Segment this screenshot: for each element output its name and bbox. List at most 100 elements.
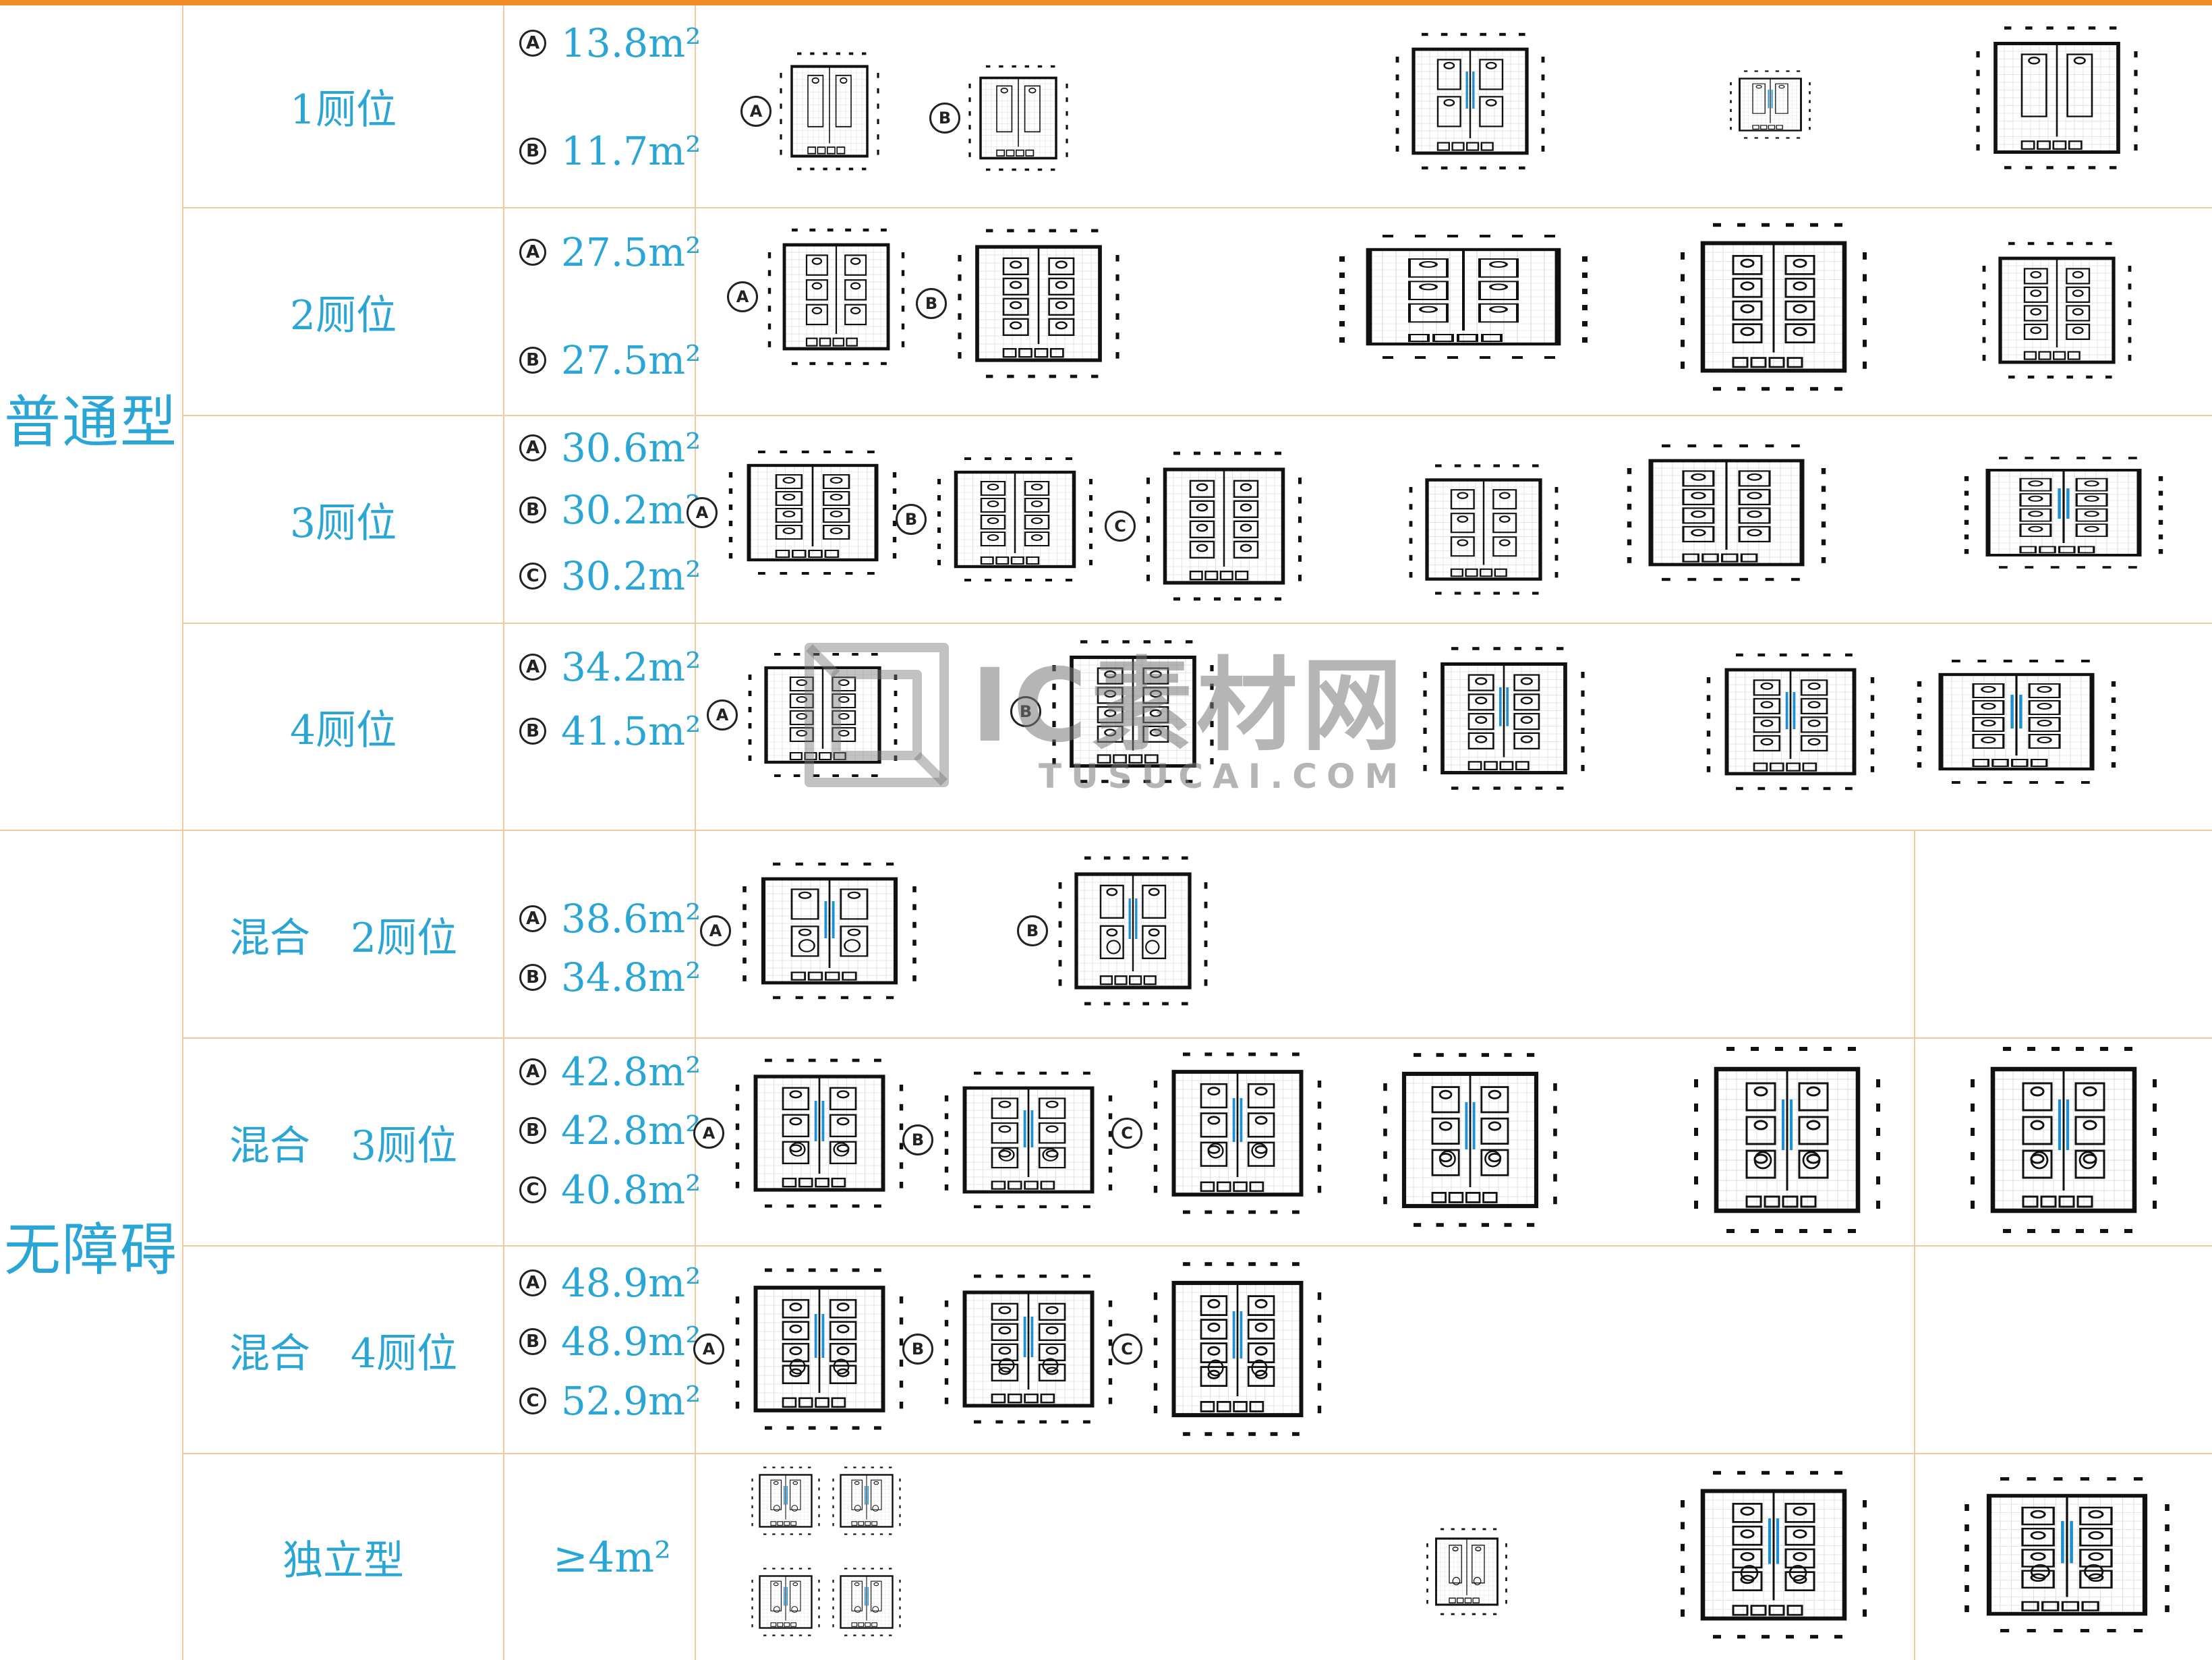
plan-label: B	[1017, 915, 1048, 946]
floor-plan	[1146, 1046, 1329, 1221]
area-badge: A	[519, 1058, 546, 1085]
floor-plan	[1976, 236, 2138, 384]
row-label-8: 独立型	[283, 1537, 404, 1584]
floor-plan	[1052, 850, 1214, 1012]
watermark-logo-icon	[769, 607, 985, 823]
floor-plan	[1045, 634, 1221, 789]
area-badge: A	[519, 434, 546, 461]
floor-plan	[762, 223, 910, 371]
area-badge: B	[519, 964, 546, 991]
area-badge: B	[519, 496, 546, 523]
floor-plan	[1403, 459, 1565, 600]
plan-label: C	[1111, 1334, 1142, 1365]
row-label-1: 1厕位	[289, 86, 397, 134]
row-label-4: 4厕位	[289, 707, 397, 754]
floor-plan	[1962, 1039, 2165, 1241]
floor-plan	[749, 1464, 823, 1538]
floor-plan	[1376, 1046, 1565, 1234]
floor-plan	[735, 857, 924, 1005]
floor-plan	[830, 1565, 904, 1639]
floor-plan	[951, 223, 1126, 384]
floor-plan	[1672, 1464, 1875, 1646]
area-badge: B	[519, 1117, 546, 1144]
plan-label: A	[693, 1334, 724, 1365]
area-value: 13.8m²	[561, 20, 701, 66]
area-badge: C	[519, 1176, 546, 1203]
plan-label: B	[902, 1124, 933, 1155]
floor-plan	[1329, 229, 1598, 364]
floor-plan	[728, 1052, 910, 1214]
area-value: 38.6m²	[561, 896, 701, 942]
plan-label: A	[700, 915, 731, 946]
floor-plan	[1909, 654, 2124, 789]
row-label-7: 混合 4厕位	[229, 1329, 458, 1377]
area-value: 34.8m²	[561, 954, 701, 1000]
top-accent-bar	[0, 0, 2212, 5]
area-independent: ≥4m²	[553, 1533, 672, 1582]
area-value: 40.8m²	[561, 1167, 701, 1213]
area-badge: B	[519, 1328, 546, 1355]
floor-plan	[1619, 438, 1834, 587]
plan-label: B	[916, 288, 947, 319]
floor-plan	[1726, 67, 1814, 142]
area-badge: A	[519, 30, 546, 57]
floor-plan	[937, 1268, 1119, 1430]
floor-plan	[1969, 20, 2145, 175]
area-badge: C	[519, 1387, 546, 1414]
floor-plan	[1423, 1524, 1511, 1619]
floor-plan	[1146, 1255, 1329, 1443]
floor-plan	[776, 47, 883, 175]
floor-plan	[1686, 1039, 1888, 1241]
watermark-subtext: TUSUCAI.COM	[1039, 757, 1408, 796]
area-value: 42.8m²	[561, 1049, 701, 1095]
floor-plan	[964, 61, 1072, 175]
area-badge: A	[519, 1269, 546, 1296]
area-badge: C	[519, 563, 546, 590]
area-value: 11.7m²	[561, 128, 701, 174]
area-value: 42.8m²	[561, 1108, 701, 1153]
area-value: 30.2m²	[561, 487, 701, 533]
floor-plan	[728, 1261, 910, 1437]
plan-label: C	[1105, 511, 1136, 542]
area-badge: B	[519, 347, 546, 374]
area-value: 52.9m²	[561, 1378, 701, 1424]
area-value: 48.9m²	[561, 1319, 701, 1365]
row-label-5: 混合 2厕位	[229, 914, 458, 962]
floor-plan	[931, 452, 1099, 587]
floor-plan	[1956, 1470, 2178, 1639]
area-value: 34.2m²	[561, 644, 701, 690]
plan-label: A	[693, 1118, 724, 1149]
floor-plan	[749, 1565, 823, 1639]
plan-label: C	[1111, 1118, 1142, 1149]
floor-plan	[937, 1066, 1119, 1214]
floor-plan	[830, 1464, 904, 1538]
area-badge: A	[519, 654, 546, 681]
area-value: 27.5m²	[561, 337, 701, 383]
plan-label: A	[727, 281, 758, 312]
floor-plan	[742, 648, 904, 782]
floor-plan	[1956, 452, 2172, 573]
floor-plan	[1389, 27, 1551, 175]
area-value: 30.2m²	[561, 553, 701, 599]
area-badge: A	[519, 239, 546, 266]
plan-label: A	[707, 699, 738, 731]
row-label-3: 3厕位	[289, 499, 397, 547]
floor-plan	[722, 445, 904, 580]
area-value: 30.6m²	[561, 425, 701, 471]
plan-label: A	[740, 96, 772, 127]
floor-plan	[1416, 641, 1592, 796]
category-accessible: 无障碍	[3, 1217, 178, 1283]
plan-label: A	[687, 497, 718, 528]
area-value: 41.5m²	[561, 708, 701, 754]
area-badge: B	[519, 138, 546, 165]
floor-plan	[1140, 445, 1308, 607]
area-badge: A	[519, 905, 546, 932]
area-badge: B	[519, 718, 546, 745]
floor-plan	[1699, 648, 1882, 796]
watermark-text: IC素材网	[971, 648, 1407, 765]
area-value: 48.9m²	[561, 1260, 701, 1306]
floor-plan	[1672, 216, 1875, 398]
row-label-2: 2厕位	[289, 291, 397, 339]
plan-label: B	[902, 1334, 933, 1365]
plan-label: B	[929, 103, 960, 134]
